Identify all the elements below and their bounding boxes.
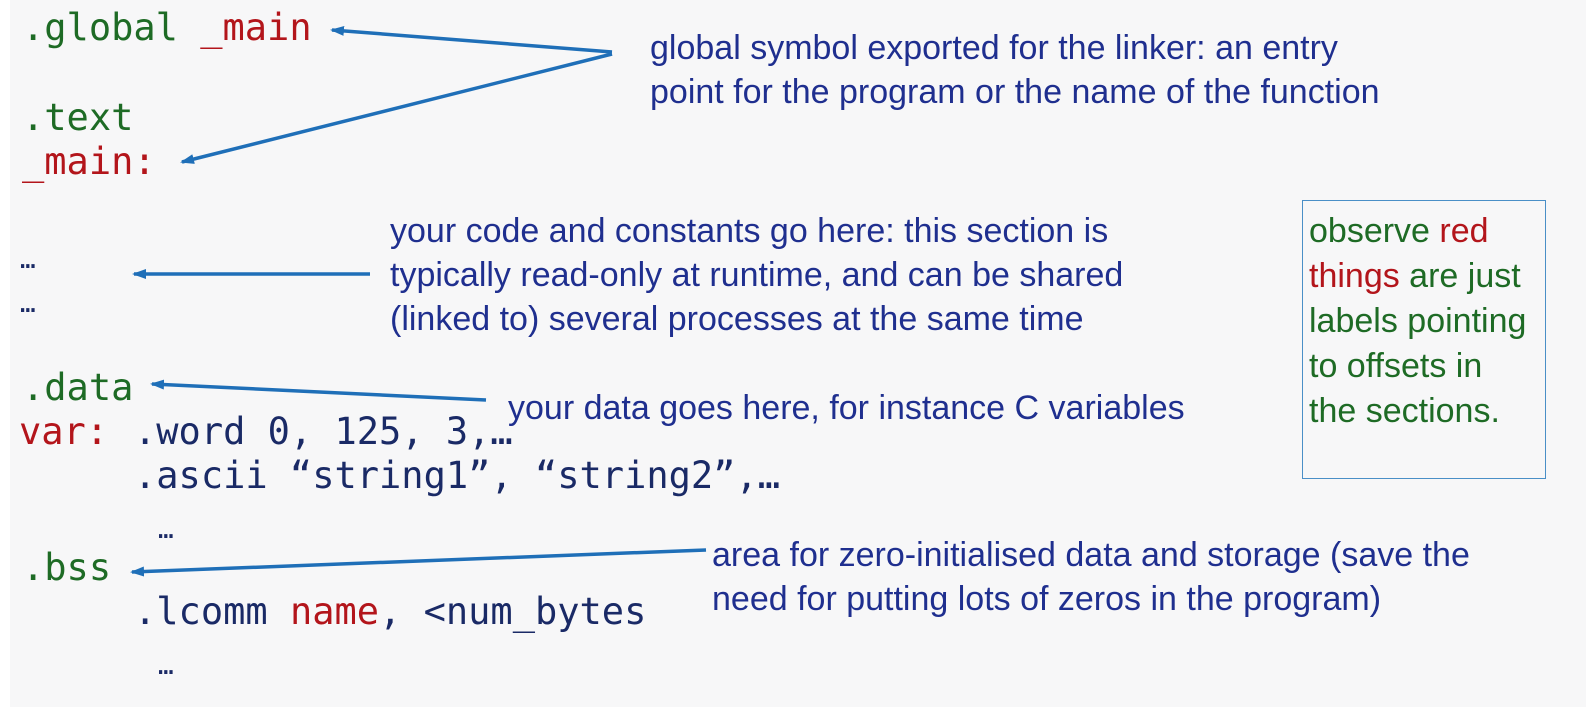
callout-red-word: red xyxy=(1439,212,1489,250)
text-directive: .text xyxy=(22,96,134,139)
arrow-to-bss-section xyxy=(130,548,707,577)
callout-line-4: to offsets in xyxy=(1309,347,1483,385)
ascii-line: .ascii “string1”, “string2”,… xyxy=(134,454,781,497)
var-label: var: xyxy=(19,410,109,453)
bss-directive: .bss xyxy=(22,546,112,589)
data-directive: .data xyxy=(22,366,134,409)
text-annotation: your code and constants go here: this se… xyxy=(390,209,1123,341)
callout-text: observe red things are just labels point… xyxy=(1309,209,1526,434)
labels-callout-box: observe red things are just labels point… xyxy=(1302,200,1546,479)
arrows-layer xyxy=(130,25,707,577)
main-label: _main: xyxy=(22,140,156,183)
slide: .global _main .text _main: … … .data var… xyxy=(10,0,1586,707)
bss-annotation-line-1: area for zero-initialised data and stora… xyxy=(712,536,1470,574)
var-line: var: xyxy=(19,410,108,454)
callout-line-1: observe red xyxy=(1309,209,1526,254)
bss-annotation: area for zero-initialised data and stora… xyxy=(712,533,1470,621)
arrow-to-global-label xyxy=(330,25,613,54)
text-annotation-line-3: (linked to) several processes at the sam… xyxy=(390,300,1084,338)
bss-annotation-line-2: need for putting lots of zeros in the pr… xyxy=(712,580,1382,618)
lcomm-directive: .lcomm xyxy=(134,590,268,633)
word-line: .word 0, 125, 3,… xyxy=(134,410,513,453)
global-annotation-line-1: global symbol exported for the linker: a… xyxy=(650,29,1338,67)
callout-things: things xyxy=(1309,257,1400,295)
callout-line-5: the sections. xyxy=(1309,392,1500,430)
text-annotation-line-1: your code and constants go here: this se… xyxy=(390,212,1109,250)
text-ellipsis-1: … xyxy=(20,245,36,275)
callout-line-3: labels pointing xyxy=(1309,302,1527,340)
callout-are-just: are just xyxy=(1399,257,1521,295)
lcomm-rest: , <num_bytes xyxy=(379,590,647,633)
arrow-to-main-label xyxy=(180,52,613,164)
text-ellipsis-2: … xyxy=(20,289,36,319)
global-annotation-line-2: point for the program or the name of the… xyxy=(650,73,1380,111)
data-annotation: your data goes here, for instance C vari… xyxy=(508,389,1185,427)
global-annotation: global symbol exported for the linker: a… xyxy=(650,26,1380,114)
global-directive: .global xyxy=(22,6,178,49)
callout-line-2: things are just xyxy=(1309,254,1526,299)
bss-ellipsis: … xyxy=(158,651,174,681)
global-label: _main xyxy=(200,6,312,49)
lcomm-name: name xyxy=(289,590,380,633)
global-line: .global _main xyxy=(22,6,312,50)
arrow-to-data-section xyxy=(150,379,487,402)
lcomm-line: .lcomm name, <num_bytes xyxy=(134,590,646,634)
callout-observe: observe xyxy=(1309,212,1440,250)
text-annotation-line-2: typically read-only at runtime, and can … xyxy=(390,256,1124,294)
data-ellipsis: … xyxy=(158,515,174,545)
